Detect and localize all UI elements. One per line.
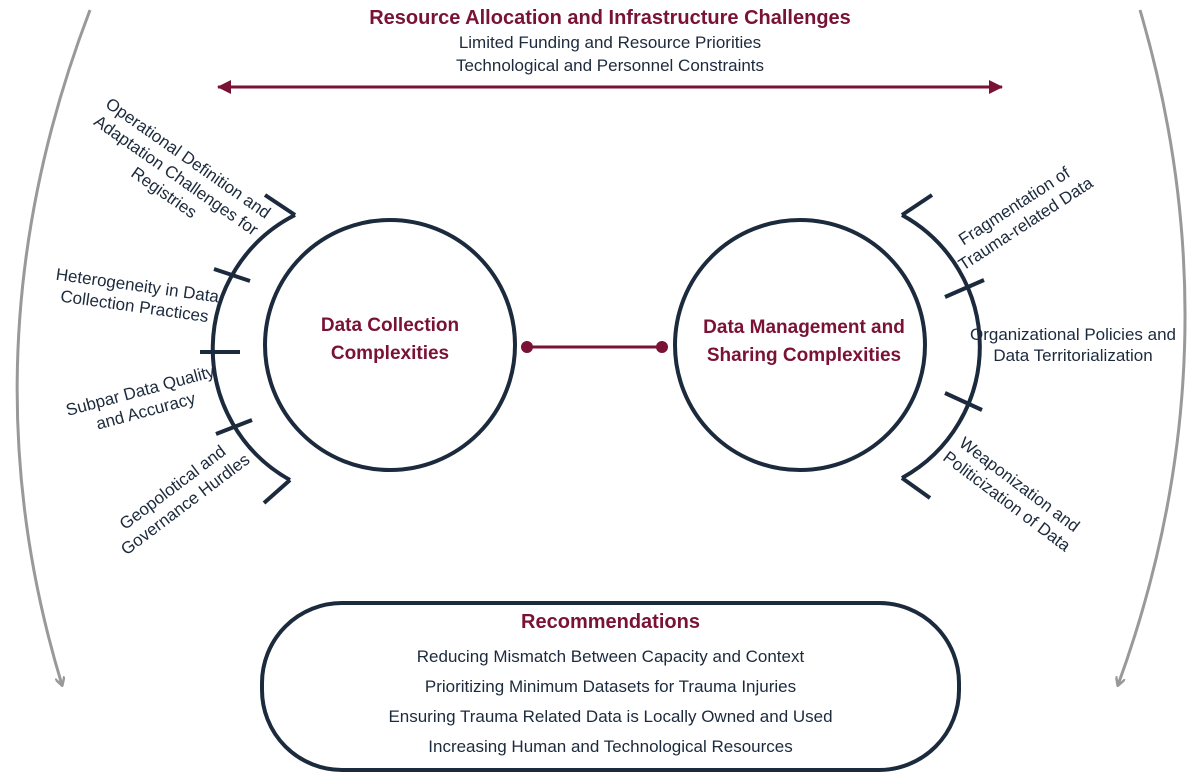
right-item-1: Fragmentation of Trauma-related Data	[925, 143, 1116, 287]
left-outer-arrow	[15, 9, 92, 685]
right-outer-arrow	[1118, 9, 1187, 685]
right-item-1-line-2: Trauma-related Data	[955, 173, 1097, 275]
recommendations-title: Recommendations	[521, 611, 700, 633]
right-item-3: Weaponization and Politicization of Data	[924, 419, 1101, 567]
right-hub-title: Data Management and Sharing Complexities	[684, 314, 924, 370]
recommendation-2: Prioritizing Minimum Datasets for Trauma…	[424, 677, 797, 696]
left-bracket-arc	[210, 213, 296, 482]
right-bracket-cap-bottom	[900, 476, 932, 500]
left-item-1-line-2: Adaptation Challenges for	[90, 111, 262, 240]
recommendation-3: Ensuring Trauma Related Data is Locally …	[388, 707, 833, 726]
right-bracket-cap-top	[900, 193, 934, 217]
right-bracket-arc	[901, 213, 982, 480]
left-hub-circle	[263, 218, 517, 472]
top-line-1: Limited Funding and Resource Priorities	[458, 33, 762, 52]
recommendation-1: Reducing Mismatch Between Capacity and C…	[416, 647, 805, 666]
left-bracket-cap-top	[263, 193, 297, 217]
right-divider-1	[944, 278, 985, 299]
left-bracket-cap-bottom	[262, 478, 292, 505]
top-line-2: Technological and Personnel Constraints	[455, 56, 765, 75]
left-divider-1	[213, 267, 251, 283]
top-title: Resource Allocation and Infrastructure C…	[369, 7, 851, 29]
left-item-2: Heterogeneity in Data Collection Practic…	[34, 261, 238, 330]
right-hub-title-line-1: Data Management and	[703, 317, 905, 338]
right-item-1-line-1: Fragmentation of	[955, 163, 1074, 250]
left-divider-3	[215, 418, 253, 436]
left-item-4-line-1: Geopolotical and	[116, 441, 230, 534]
right-item-2-line-2: Data Territorialization	[993, 346, 1153, 365]
left-item-1: Operational Definition and Adaptation Ch…	[60, 81, 293, 270]
left-hub-title-line-1: Data Collection	[320, 315, 460, 336]
connector-dot-left	[521, 341, 533, 353]
right-divider-2	[944, 391, 983, 412]
right-item-2: Organizational Policies and Data Territo…	[955, 324, 1191, 366]
left-hub-title-line-2: Complexities	[330, 343, 450, 364]
left-item-4-line-2: Governance Hurdles	[117, 449, 254, 559]
recommendation-4: Increasing Human and Technological Resou…	[428, 737, 793, 756]
right-item-3-line-1: Weaponization and	[955, 433, 1084, 536]
left-item-4: Geopolotical and Governance Hurdles	[90, 422, 267, 570]
connector-dot-right	[656, 341, 668, 353]
right-hub-title-line-2: Sharing Complexities	[706, 345, 902, 366]
recommendations-box	[260, 601, 961, 772]
right-item-2-line-1: Organizational Policies and	[969, 325, 1176, 344]
right-item-3-line-2: Politicization of Data	[939, 447, 1074, 556]
left-hub-title: Data Collection Complexities	[290, 312, 490, 368]
left-item-3: Subpar Data Quality and Accuracy	[46, 356, 240, 446]
right-hub-circle	[673, 218, 927, 472]
